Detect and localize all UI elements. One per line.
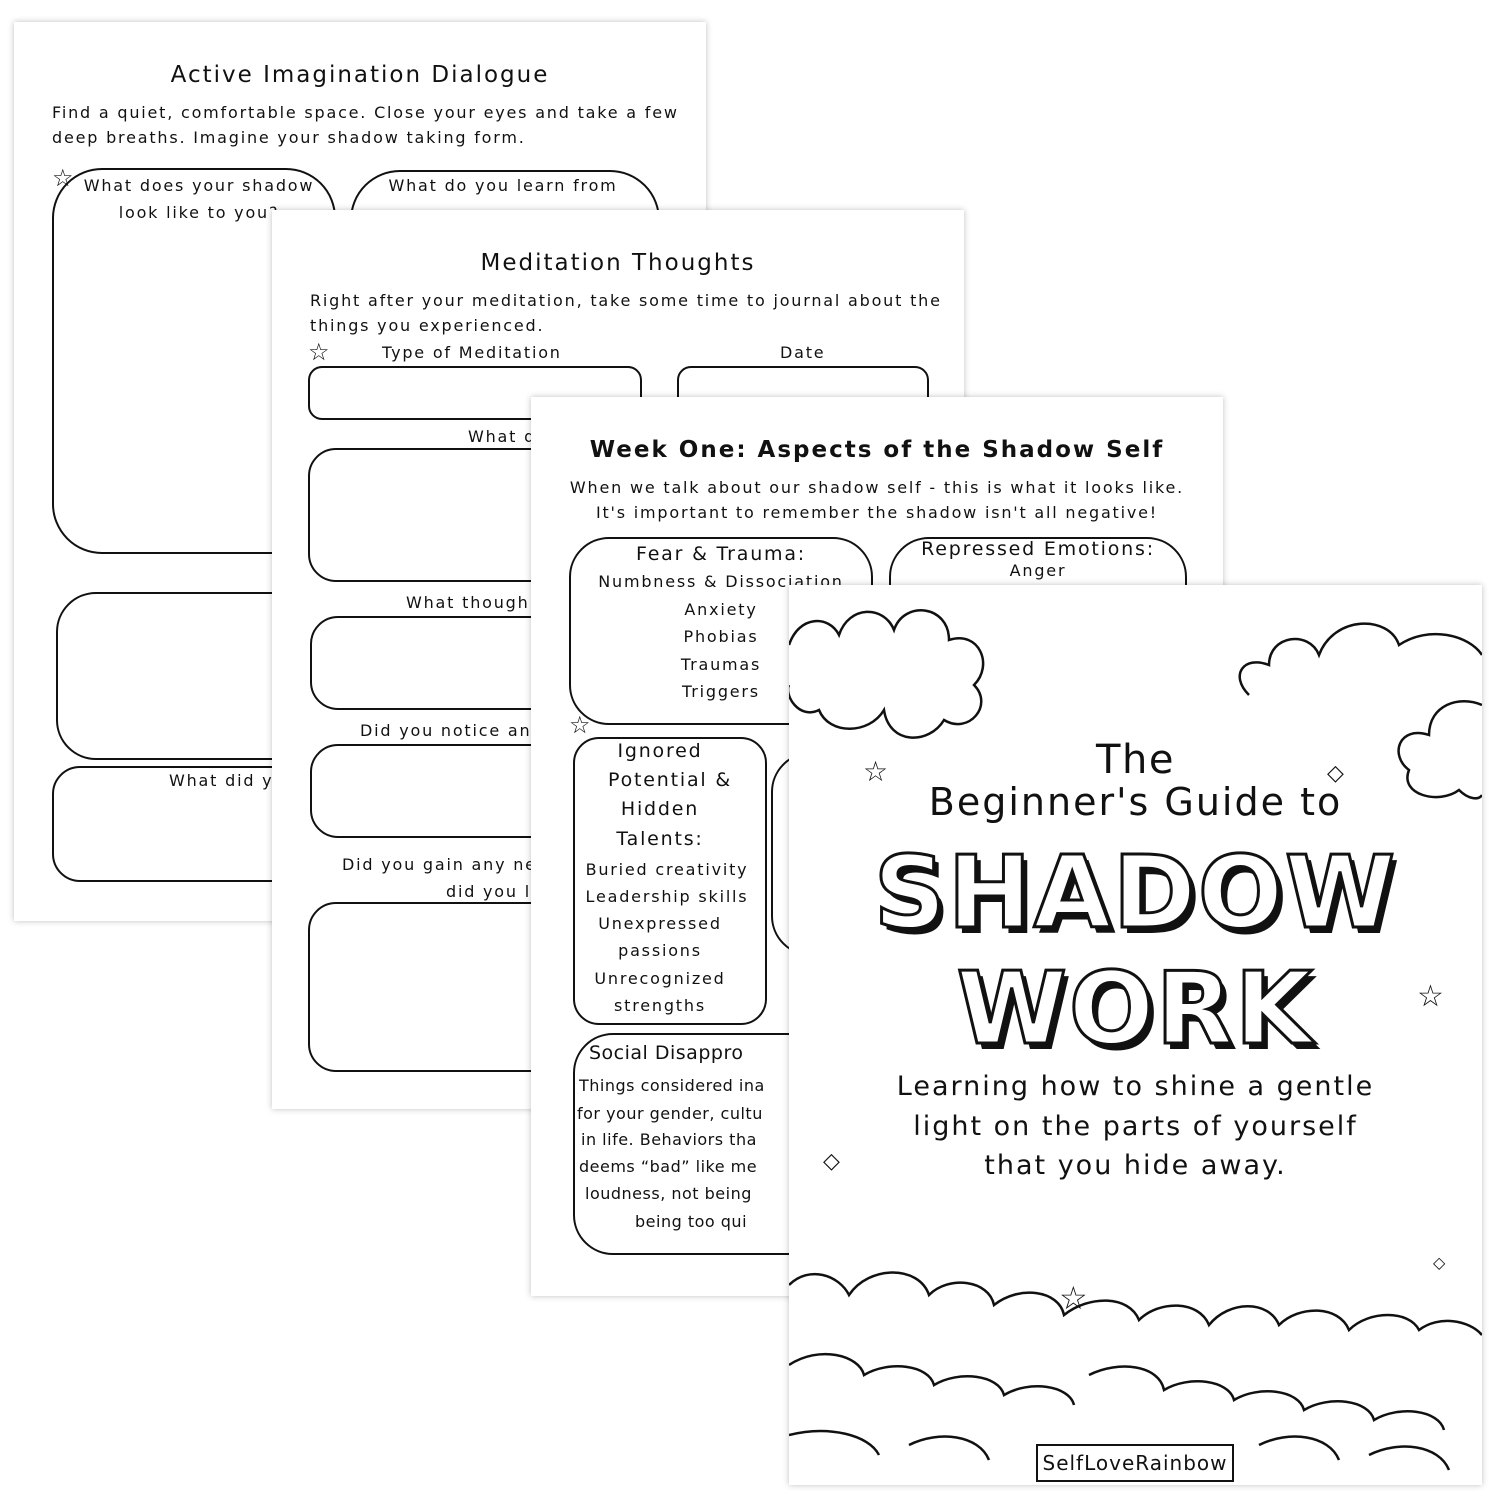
ignored-potential-box: Ignored Potential & Hidden Talents: Buri…: [573, 737, 767, 1025]
date-label: Date: [780, 343, 826, 362]
intro-line: Right after your meditation, take some t…: [310, 291, 942, 310]
cloud-bottom: [789, 1271, 1482, 1471]
social-line: in life. Behaviors tha: [581, 1130, 757, 1149]
fear-item: Traumas: [680, 655, 762, 674]
cover-tagline: that you hide away.: [984, 1150, 1287, 1181]
ignored-item: passions: [618, 941, 702, 960]
cloud-top-left: [789, 609, 985, 739]
star-icon: ☆: [863, 755, 889, 788]
clouds-illustration: [789, 609, 1482, 1471]
cover-the: The: [1096, 737, 1175, 783]
repressed-heading: Repressed Emotions:: [921, 538, 1155, 560]
intro-line: When we talk about our shadow self - thi…: [569, 478, 1185, 497]
page-title: Meditation Thoughts: [480, 250, 756, 276]
fear-item: Numbness & Dissociation: [598, 572, 844, 591]
ignored-item: Unexpressed: [598, 914, 722, 933]
question-label: Did you notice an: [360, 721, 532, 740]
cover-tagline: light on the parts of yourself: [913, 1111, 1358, 1142]
question-label: What d: [468, 427, 537, 446]
intro-line: deep breaths. Imagine your shadow taking…: [52, 128, 526, 147]
ignored-item: Leadership skills: [585, 887, 749, 906]
fear-item: Triggers: [682, 682, 760, 701]
star-icon: ☆: [569, 711, 591, 739]
fear-heading: Fear & Trauma:: [636, 543, 806, 565]
cloud-top-right: [1238, 622, 1482, 800]
social-line: loudness, not being: [585, 1184, 752, 1203]
star-icon: ☆: [52, 164, 74, 192]
question-label: did you l: [446, 882, 531, 901]
page-title: Week One: Aspects of the Shadow Self: [589, 437, 1165, 463]
ignored-heading: Talents:: [616, 828, 704, 850]
ignored-heading: Potential &: [608, 769, 732, 791]
prompt-label: What does your shadow: [83, 176, 315, 195]
repressed-item: Anger: [1009, 561, 1067, 580]
cover-title-work: WORK: [955, 950, 1315, 1068]
social-line: deems “bad” like me: [579, 1157, 758, 1176]
social-line: for your gender, cultu: [577, 1104, 763, 1123]
brand-label: SelfLoveRainbow: [1036, 1444, 1234, 1482]
ignored-item: strengths: [614, 996, 706, 1015]
sparkle-icon: ◇: [1433, 1253, 1446, 1272]
social-line: Things considered ina: [579, 1076, 765, 1095]
social-heading: Social Disappro: [589, 1042, 744, 1064]
ignored-heading: Hidden: [620, 798, 700, 820]
star-icon: ☆: [1059, 1279, 1088, 1317]
fear-item: Anxiety: [684, 600, 758, 619]
prompt-label: look like to you?: [118, 203, 280, 222]
ignored-item: Buried creativity: [585, 860, 749, 879]
sparkle-icon: ◇: [1327, 761, 1344, 786]
type-label: Type of Meditation: [382, 343, 562, 362]
fear-item: Phobias: [683, 627, 759, 646]
intro-line: things you experienced.: [310, 316, 545, 335]
prompt-label: What do you learn from: [388, 176, 618, 195]
question-label: What though: [406, 593, 530, 612]
ignored-heading: Ignored: [617, 740, 703, 762]
cover-title-shadow: SHADOW: [872, 834, 1398, 952]
intro-line: Find a quiet, comfortable space. Close y…: [52, 103, 679, 122]
star-icon: ☆: [1417, 979, 1444, 1014]
sparkle-icon: ◇: [823, 1149, 840, 1174]
prompt-label: What did y: [169, 771, 274, 790]
cover-subtitle: Beginner's Guide to: [928, 780, 1343, 824]
page-title: Active Imagination Dialogue: [170, 62, 550, 88]
star-icon: ☆: [308, 338, 330, 366]
question-label: Did you gain any ne: [342, 855, 537, 874]
cover-tagline: Learning how to shine a gentle: [896, 1071, 1375, 1102]
cover-page: ☆ ◇ ☆ ◇ ◇ ☆ The Beginner's Guide to SHAD…: [789, 585, 1482, 1485]
social-line: being too qui: [635, 1212, 748, 1231]
intro-line: It's important to remember the shadow is…: [595, 503, 1159, 522]
ignored-item: Unrecognized: [594, 969, 726, 988]
